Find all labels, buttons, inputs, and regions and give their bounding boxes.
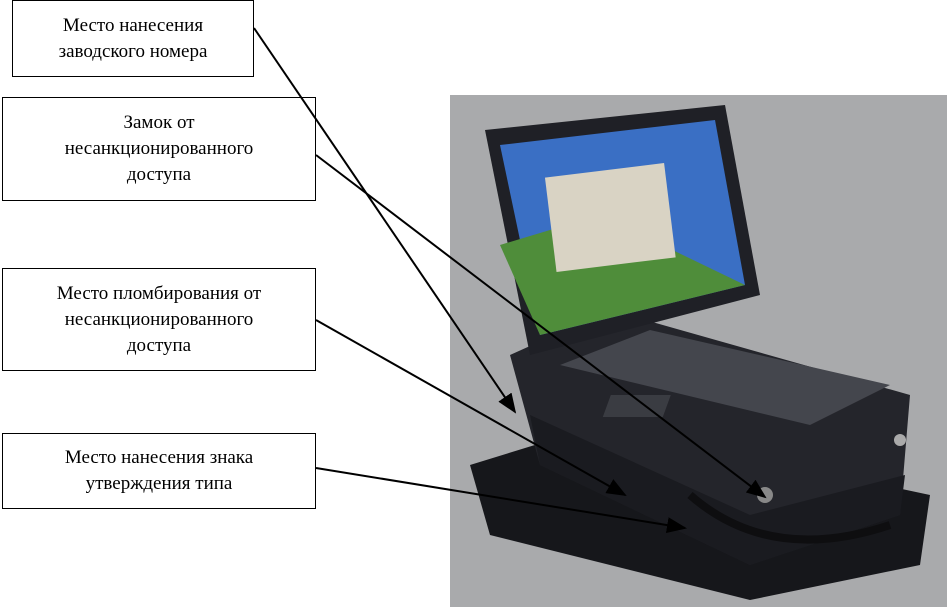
arrow-type-approval — [315, 467, 687, 534]
label-line: доступа — [126, 334, 192, 356]
arrow-lock — [315, 154, 767, 499]
arrow-serial-number — [253, 27, 517, 414]
label-line: Место нанесения — [62, 14, 204, 36]
label-type-approval-mark: Место нанесения знака утверждения типа — [2, 433, 316, 509]
label-line: Замок от — [123, 112, 195, 133]
label-line: Место нанесения знака — [64, 447, 254, 468]
label-seal-place: Место пломбирования от несанкционированн… — [2, 268, 316, 371]
arrow-seal — [315, 319, 627, 496]
label-line: несанкционированного — [64, 308, 254, 330]
label-serial-number-place: Место нанесения заводского номера — [12, 0, 254, 77]
device-photo — [450, 95, 947, 607]
label-line: заводского номера — [58, 40, 208, 62]
label-line: Место пломбирования от — [56, 282, 262, 304]
label-line: доступа — [126, 164, 192, 185]
label-line: утверждения типа — [85, 473, 233, 494]
label-lock: Замок от несанкционированного доступа — [2, 97, 316, 201]
label-line: несанкционированного — [64, 138, 254, 159]
